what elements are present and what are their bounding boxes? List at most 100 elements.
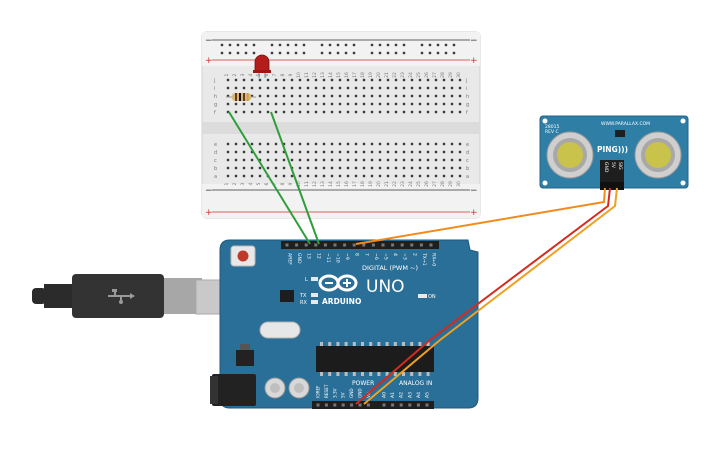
row-letter-right: c <box>466 158 469 164</box>
column-number-bottom: 21 <box>384 181 390 187</box>
column-number-bottom: 20 <box>376 181 382 187</box>
digital-pin-hole[interactable] <box>343 243 347 247</box>
digital-pin-hole[interactable] <box>352 243 356 247</box>
breadboard-hole <box>402 150 406 154</box>
column-number: 25 <box>416 72 422 78</box>
red-led[interactable] <box>253 54 271 78</box>
power-pin-hole[interactable] <box>358 403 362 407</box>
rail-hole <box>428 51 432 55</box>
breadboard-hole <box>370 102 374 106</box>
column-number: 27 <box>432 72 438 78</box>
column-number-bottom: 19 <box>368 181 374 187</box>
breadboard-hole <box>354 142 358 146</box>
breadboard-hole <box>394 150 398 154</box>
rail-hole <box>252 43 256 47</box>
breadboard-hole <box>386 142 390 146</box>
breadboard-hole <box>314 142 318 146</box>
breadboard-hole <box>266 78 270 82</box>
power-pin-hole[interactable] <box>366 403 370 407</box>
power-pin-hole[interactable] <box>333 403 337 407</box>
digital-pin-hole[interactable] <box>323 243 327 247</box>
breadboard-hole <box>330 94 334 98</box>
breadboard-hole <box>386 78 390 82</box>
analog-pin-hole[interactable] <box>425 403 429 407</box>
usb-cable[interactable] <box>32 274 235 318</box>
breadboard-hole <box>346 102 350 106</box>
breadboard-hole <box>266 166 270 170</box>
breadboard-hole <box>258 150 262 154</box>
breadboard-hole <box>322 150 326 154</box>
digital-pin-header[interactable] <box>281 241 439 249</box>
digital-pin-hole[interactable] <box>381 243 385 247</box>
breadboard-hole <box>458 102 462 106</box>
breadboard[interactable]: − + − + − + − + 112233445566778899101011… <box>201 31 481 219</box>
digital-pin-hole[interactable] <box>400 243 404 247</box>
digital-pin-hole[interactable] <box>391 243 395 247</box>
sensor-pin-header[interactable] <box>600 182 624 190</box>
breadboard-hole <box>250 174 254 178</box>
analog-pin-hole[interactable] <box>391 403 395 407</box>
breadboard-hole <box>362 94 366 98</box>
breadboard-hole <box>434 86 438 90</box>
digital-pin-hole[interactable] <box>362 243 366 247</box>
breadboard-hole <box>402 94 406 98</box>
column-number-bottom: 11 <box>304 181 310 187</box>
rail-hole <box>452 51 456 55</box>
row-letter-right: d <box>466 150 469 156</box>
power-pin-hole[interactable] <box>341 403 345 407</box>
breadboard-hole <box>346 150 350 154</box>
orange-wire-gnd[interactable] <box>363 187 618 405</box>
chip-pin <box>393 342 397 346</box>
red-wire-5v[interactable] <box>355 187 611 405</box>
breadboard-hole <box>242 158 246 162</box>
breadboard-hole <box>242 142 246 146</box>
analog-pin-label: A1 <box>390 392 396 398</box>
reset-button[interactable] <box>237 250 249 262</box>
wires[interactable] <box>228 111 618 405</box>
digital-pin-hole[interactable] <box>429 243 433 247</box>
breadboard-hole <box>338 102 342 106</box>
power-pin-hole[interactable] <box>350 403 354 407</box>
dc-power-jack[interactable] <box>212 374 256 406</box>
analog-pin-hole[interactable] <box>399 403 403 407</box>
breadboard-hole <box>418 174 422 178</box>
breadboard-hole <box>418 94 422 98</box>
breadboard-hole <box>250 150 254 154</box>
green-wire-1[interactable] <box>228 111 311 245</box>
digital-pin-hole[interactable] <box>285 243 289 247</box>
breadboard-hole <box>442 142 446 146</box>
digital-pin-hole[interactable] <box>371 243 375 247</box>
digital-pin-hole[interactable] <box>314 243 318 247</box>
breadboard-hole <box>242 78 246 82</box>
analog-pin-hole[interactable] <box>416 403 420 407</box>
power-analog-pin-header[interactable] <box>312 401 434 409</box>
rail-hole <box>244 51 248 55</box>
digital-pin-hole[interactable] <box>419 243 423 247</box>
green-wire-2[interactable] <box>270 111 320 245</box>
digital-pin-hole[interactable] <box>295 243 299 247</box>
breadboard-hole <box>410 142 414 146</box>
analog-pin-hole[interactable] <box>382 403 386 407</box>
breadboard-hole <box>450 174 454 178</box>
breadboard-hole <box>402 86 406 90</box>
digital-pin-hole[interactable] <box>410 243 414 247</box>
ping-ultrasonic-sensor[interactable]: 28015 REV C WWW.PARALLAX.COM PING))) GND… <box>539 115 689 190</box>
breadboard-hole <box>458 166 462 170</box>
breadboard-hole <box>362 142 366 146</box>
digital-pin-hole[interactable] <box>333 243 337 247</box>
column-number-bottom: 30 <box>456 181 462 187</box>
power-pin-hole[interactable] <box>316 403 320 407</box>
rail-hole <box>236 51 240 55</box>
rail-hole <box>286 51 290 55</box>
resistor[interactable] <box>226 93 256 101</box>
arduino-pcb <box>219 239 479 409</box>
column-number: 29 <box>448 72 454 78</box>
power-pin-hole[interactable] <box>324 403 328 407</box>
breadboard-hole <box>274 158 278 162</box>
digital-pin-hole[interactable] <box>304 243 308 247</box>
breadboard-hole <box>306 150 310 154</box>
analog-pin-hole[interactable] <box>408 403 412 407</box>
breadboard-hole <box>282 150 286 154</box>
orange-wire-sig[interactable] <box>355 187 606 245</box>
